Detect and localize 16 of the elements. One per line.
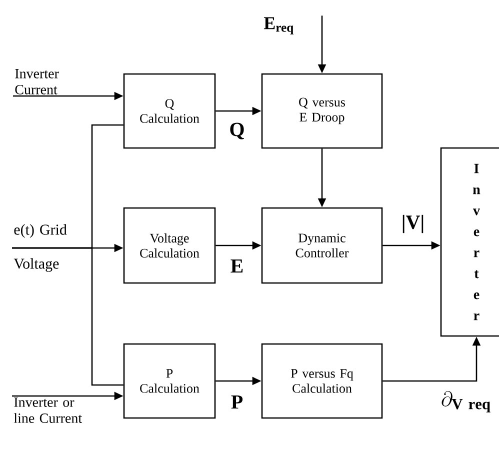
process-box: Q Calculation (123, 73, 216, 149)
input-label: Inverter or line Current (14, 398, 82, 423)
edge-label: Q (230, 122, 244, 140)
input-label: e(t) Grid Voltage (14, 224, 67, 272)
process-box: Voltage Calculation (123, 207, 216, 284)
signal-label: E$_{req}$ (264, 17, 294, 34)
edge-label: |V| (402, 214, 424, 234)
input-label: Inverter Current (15, 69, 59, 94)
edge-label: E (230, 259, 243, 273)
process-box: Q versus E Droop (261, 73, 383, 149)
process-box: P Calculation (123, 343, 216, 419)
edge-label: P (231, 395, 243, 409)
inverter-box: Inverter (440, 147, 499, 337)
process-box: Dynamic Controller (261, 207, 383, 284)
edge-label: $\partial_{\mathbf{V\ req}}$ (442, 391, 490, 412)
process-box: P versus Fq Calculation (261, 343, 383, 419)
